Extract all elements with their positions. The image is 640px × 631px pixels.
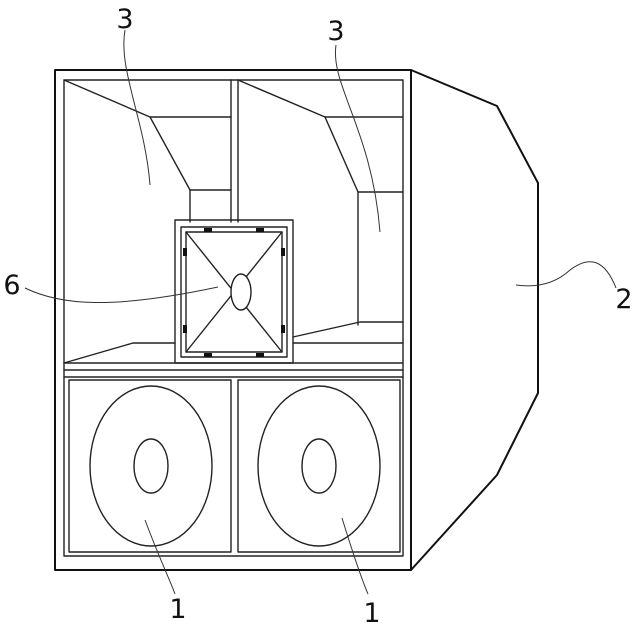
mount-bolt <box>183 325 187 333</box>
mid-shelf <box>63 362 404 378</box>
leader-horn-right <box>334 44 381 233</box>
label-side-panel: 2 <box>615 284 632 315</box>
mount-bolt <box>256 353 264 357</box>
right-woofer <box>257 385 381 547</box>
label-woofer-left: 1 <box>169 594 186 625</box>
compression-driver <box>174 219 294 364</box>
mount-bolt <box>256 228 264 232</box>
mount-bolt <box>183 248 187 256</box>
mount-bolt <box>204 228 212 232</box>
label-horn-left: 3 <box>116 4 133 35</box>
leader-woofer-left <box>144 519 176 595</box>
leader-driver <box>24 286 219 304</box>
leader-horn-left <box>123 29 151 186</box>
leader-lines <box>24 29 617 595</box>
left-horn <box>63 79 232 364</box>
woofer-compartments <box>68 379 401 553</box>
label-compression-driver: 6 <box>3 270 20 301</box>
mount-bolt <box>281 248 285 256</box>
label-woofer-right: 1 <box>363 598 380 629</box>
leader-side-panel <box>515 261 617 289</box>
left-woofer <box>89 385 213 547</box>
mount-bolt <box>281 325 285 333</box>
mount-bolt <box>204 353 212 357</box>
reference-numerals: 3 3 6 2 1 1 <box>3 4 632 629</box>
label-horn-right: 3 <box>327 16 344 47</box>
center-divider <box>230 79 239 223</box>
cabinet-front-frame <box>54 69 412 571</box>
leader-woofer-right <box>341 517 369 595</box>
side-panel <box>410 69 539 571</box>
right-horn <box>237 79 404 344</box>
